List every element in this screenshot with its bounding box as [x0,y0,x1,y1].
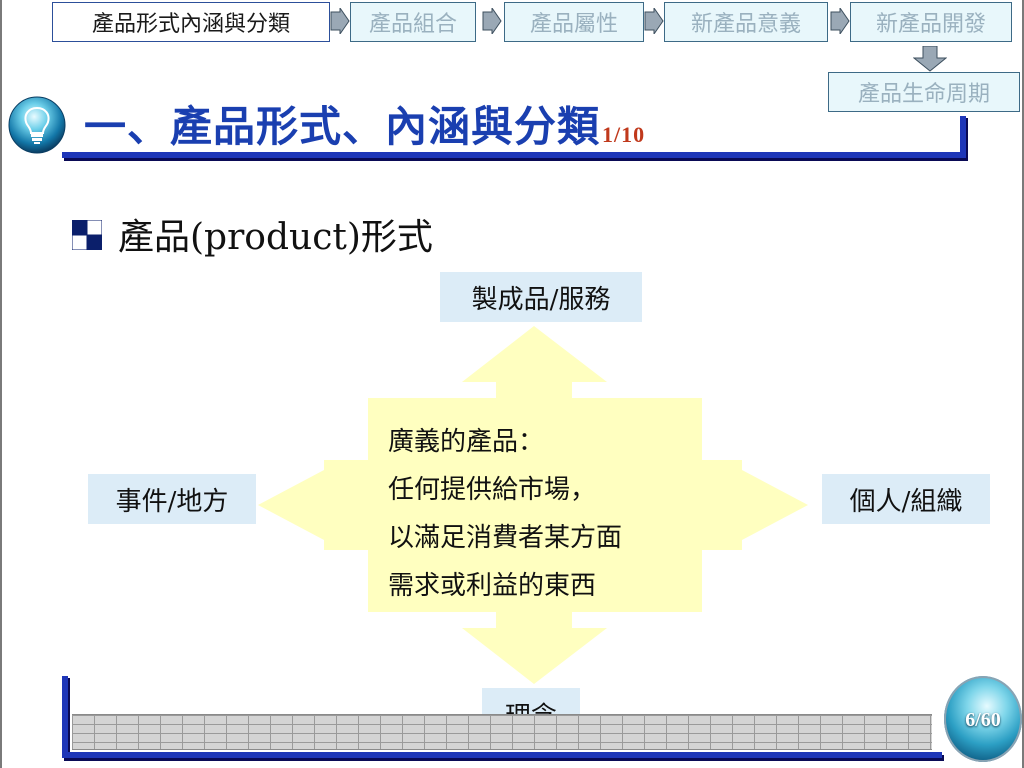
nav-item-label: 新產品開發 [875,12,986,37]
bullet-heading: 產品(product)形式 [118,217,433,258]
checker-bullet-icon [72,220,102,250]
definition-line: 以滿足消費者某方面 [388,523,623,553]
nav-item-product-form[interactable]: 產品形式內涵與分類 [52,2,330,42]
chevron-down-icon [913,46,947,72]
chevron-right-icon [644,8,664,34]
title-underline-cap [960,116,966,158]
nav-item-label: 產品組合 [368,12,457,37]
box-label: 個人/組織 [849,486,963,517]
lightbulb-icon [8,96,66,154]
definition-line: 廣義的產品： [388,427,545,457]
nav-item-new-product-development[interactable]: 新產品開發 [850,2,1012,42]
chevron-right-icon [330,8,350,34]
footer-grid-pattern [72,714,932,750]
box-label: 製成品/服務 [471,284,611,315]
box-finished-goods-services: 製成品/服務 [440,272,642,322]
nav-item-product-life-cycle[interactable]: 產品生命周期 [828,72,1020,112]
box-events-places: 事件/地方 [88,474,256,524]
page-number-badge [944,676,1022,762]
nav-item-new-product-meaning[interactable]: 新產品意義 [664,2,828,42]
definition-line: 需求或利益的東西 [388,571,597,601]
definition-line: 任何提供給市場， [388,475,597,505]
chevron-right-icon [830,8,850,34]
title-page-indicator: 1/10 [602,122,646,147]
page-title-text: 一、產品形式、內涵與分類 [84,102,601,151]
nav-item-label: 產品生命周期 [857,82,990,107]
box-label: 事件/地方 [115,486,229,517]
nav-item-label: 產品屬性 [529,12,618,37]
page-title: 一、產品形式、內涵與分類 1/10 [84,96,645,154]
nav-item-product-mix[interactable]: 產品組合 [350,2,476,42]
center-definition-text: 廣義的產品： 任何提供給市場， 以滿足消費者某方面 需求或利益的東西 [388,418,708,610]
chevron-right-icon [482,8,502,34]
footer-bar [62,752,942,758]
footer-bar-cap [62,676,68,758]
nav-item-label: 產品形式內涵與分類 [91,12,290,37]
page-number: 6/60 [965,708,1001,731]
top-navigation: 產品形式內涵與分類 產品組合 產品屬性 新產品意義 新產品開發 [2,0,1024,120]
title-underline [62,152,966,158]
box-persons-organizations: 個人/組織 [822,474,990,524]
nav-item-product-attributes[interactable]: 產品屬性 [504,2,644,42]
nav-item-label: 新產品意義 [690,12,801,37]
